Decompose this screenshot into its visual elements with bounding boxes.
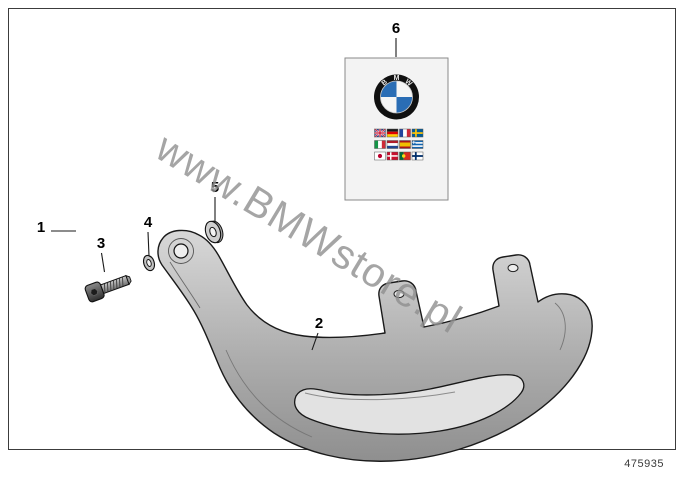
callout-4[interactable]: 4 — [143, 214, 153, 231]
arm-shading-line — [169, 261, 201, 309]
instruction-card-drawing: B M W — [344, 57, 449, 201]
callout-3[interactable]: 3 — [96, 235, 106, 252]
flag-italy-icon — [374, 140, 386, 149]
flag-spain-icon — [399, 140, 411, 149]
callout-6[interactable]: 6 — [391, 20, 401, 37]
flag-japan-icon — [374, 151, 386, 161]
washer-drawing — [204, 220, 224, 244]
body-shading-line — [225, 349, 313, 438]
slot-shading-line — [304, 391, 456, 401]
flag-greece-icon — [411, 140, 424, 149]
hex-socket-icon — [90, 288, 98, 296]
screw-tip — [125, 274, 132, 286]
callout-line-2 — [311, 332, 319, 351]
bracket-hole-left — [393, 289, 405, 299]
flag-netherlands-icon — [386, 140, 399, 149]
flag-portugal-icon — [399, 151, 411, 161]
screw-threads — [104, 277, 124, 293]
bmw-logo-letters: B M W — [381, 75, 414, 88]
mounting-eye-hole — [173, 243, 189, 259]
flag-france-icon — [399, 128, 411, 138]
flag-germany-icon — [386, 128, 399, 138]
callout-leader-lines — [51, 38, 397, 351]
flag-sweden-icon — [411, 128, 424, 138]
callout-line-4 — [147, 231, 150, 257]
callout-line-3 — [100, 252, 106, 273]
flag-denmark-icon — [386, 151, 399, 161]
mounting-eye-boss — [168, 238, 194, 264]
guard-bar-drawing — [157, 229, 593, 462]
bracket-hole-right — [507, 263, 519, 273]
end-cap-crease-line — [554, 302, 566, 351]
logo-letter-m: M — [394, 75, 400, 82]
logo-letter-w: W — [403, 78, 413, 88]
spring-washer-drawing — [142, 254, 156, 272]
diagram-number: 475935 — [624, 458, 664, 470]
flag-uk-icon — [374, 128, 386, 138]
flag-finland-icon — [411, 151, 424, 161]
screw-drawing — [84, 274, 132, 303]
language-flags — [374, 128, 424, 161]
callout-2[interactable]: 2 — [314, 315, 324, 332]
guard-bar-slot — [294, 374, 525, 435]
logo-letter-b: B — [381, 79, 389, 88]
callout-1[interactable]: 1 — [36, 219, 46, 236]
callout-5[interactable]: 5 — [210, 179, 220, 196]
bmw-roundel-icon: B M W — [374, 74, 419, 120]
